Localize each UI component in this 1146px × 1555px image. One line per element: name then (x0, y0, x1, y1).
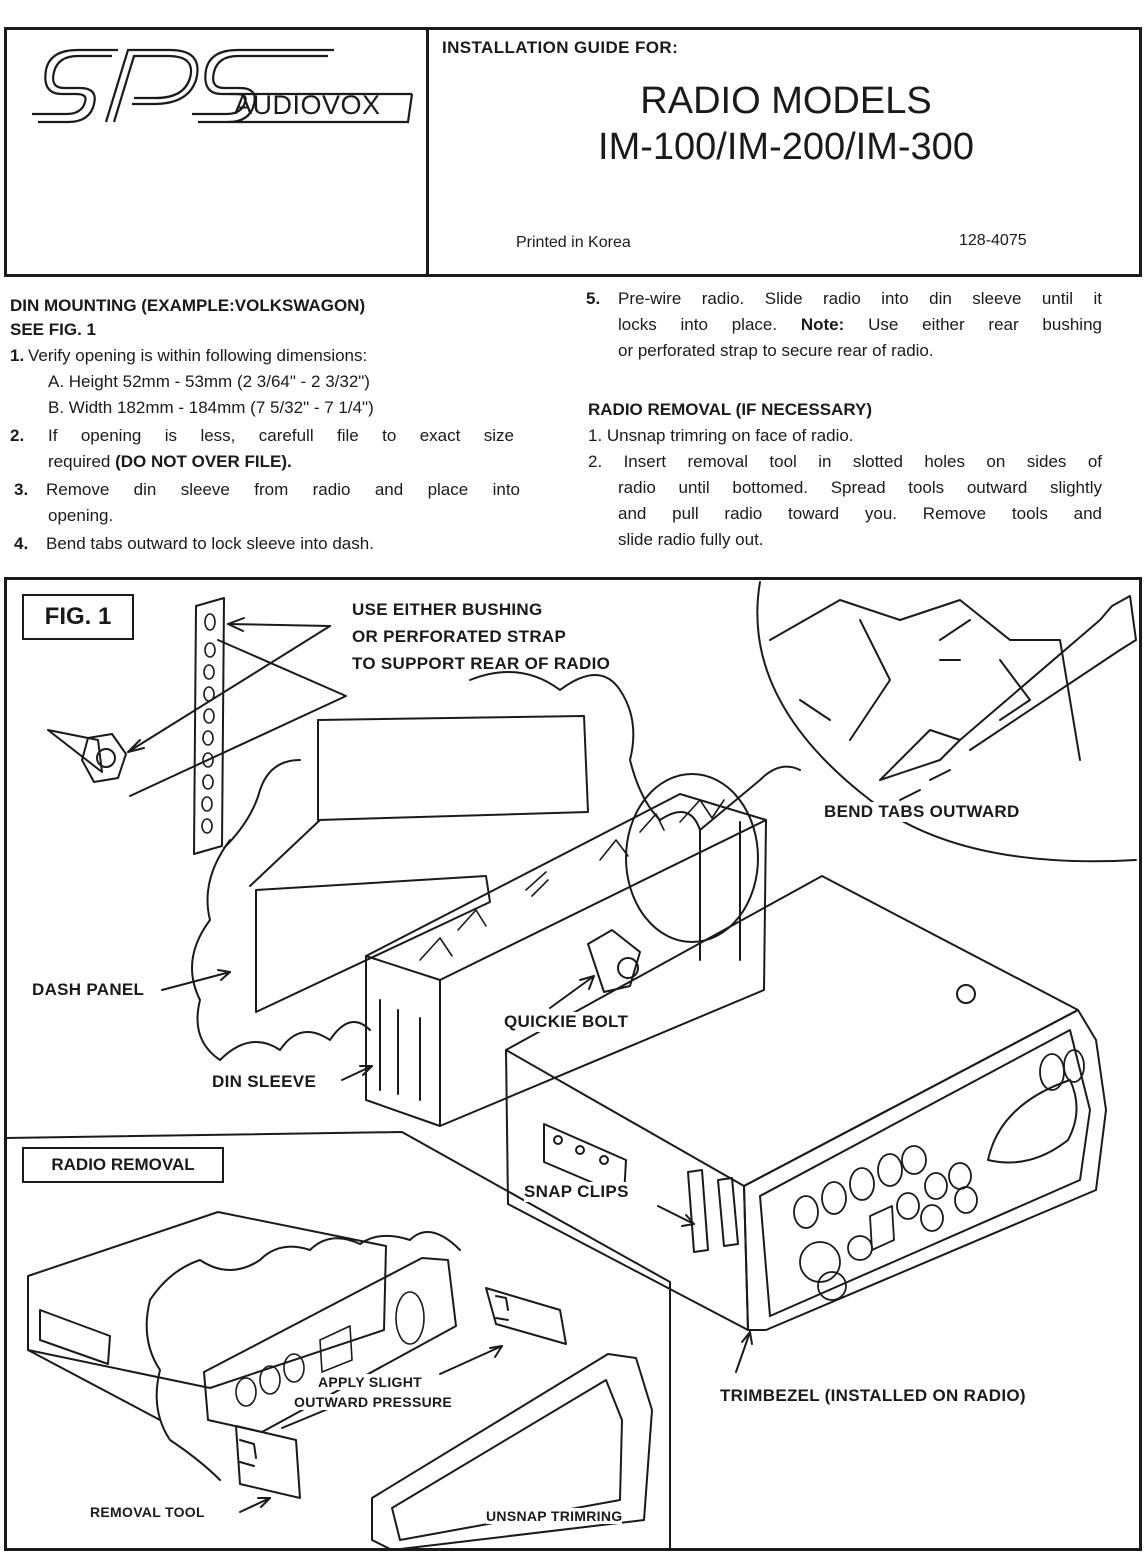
step1b-text: B. Width 182mm - 184mm (7 5/32" - 7 1/4"… (48, 398, 374, 417)
quickie-bolt-label: QUICKIE BOLT (504, 1012, 629, 1032)
step4-text: Bend tabs outward to lock sleeve into da… (46, 534, 374, 553)
step1-number: 1. (10, 346, 25, 365)
step2-number: 2. (10, 426, 25, 445)
step2-line2: required (DO NOT OVER FILE). (48, 450, 292, 474)
bend-tabs-label: BEND TABS OUTWARD (824, 802, 1020, 822)
trimbezel-label: TRIMBEZEL (INSTALLED ON RADIO) (720, 1386, 1026, 1405)
step1-text: Verify opening is within following dimen… (28, 346, 368, 365)
step2-line1: If opening is less, carefull file to exa… (48, 426, 514, 445)
snap-clips-label: SNAP CLIPS (524, 1182, 629, 1202)
title-line-1: RADIO MODELS (640, 80, 932, 122)
guide-for-label: INSTALLATION GUIDE FOR: (442, 38, 679, 57)
step1a-text: A. Height 52mm - 53mm (2 3/64" - 2 3/32"… (48, 372, 370, 391)
support-label-line2: OR PERFORATED STRAP (352, 627, 567, 646)
step5-note-label: Note: (800, 315, 845, 334)
removal-tool-label: REMOVAL TOOL (90, 1504, 205, 1520)
removal-heading: RADIO REMOVAL (IF NECESSARY) (588, 400, 872, 419)
printed-in-label: Printed in Korea (516, 234, 631, 251)
removal-step2-line3: and pull radio toward you. Remove tools … (618, 504, 1102, 523)
step5-line2: locks into place. Note: Use either rear … (618, 313, 1102, 337)
header-box (4, 27, 1142, 277)
step4-number: 4. (14, 534, 29, 553)
fig-label: FIG. 1 (22, 594, 134, 640)
logo-word: AUDIOVOX (234, 90, 381, 120)
header-divider (426, 27, 429, 277)
apply-pressure-line1: APPLY SLIGHT (318, 1374, 422, 1390)
step5-line2-text: locks into place. (618, 315, 801, 334)
step3-line1: Remove din sleeve from radio and place i… (46, 480, 520, 499)
step5-line2-rest: Use either rear bushing (844, 315, 1102, 334)
step3-line2: opening. (48, 506, 114, 525)
din-heading-1: DIN MOUNTING (EXAMPLE:VOLKSWAGON) (10, 296, 366, 315)
dash-panel-label: DASH PANEL (32, 980, 145, 999)
radio-removal-label: RADIO REMOVAL (22, 1147, 224, 1183)
step3-number: 3. (14, 480, 29, 499)
din-sleeve-label: DIN SLEEVE (212, 1072, 317, 1091)
step2-line2-text: required (48, 452, 116, 471)
din-heading-2: SEE FIG. 1 (10, 320, 96, 339)
unsnap-trimring-label: UNSNAP TRIMRING (486, 1508, 623, 1524)
step5-number: 5. (586, 289, 601, 308)
removal-step1: 1. Unsnap trimring on face of radio. (588, 426, 854, 445)
step5-line3: or perforated strap to secure rear of ra… (618, 341, 934, 360)
sps-logo-icon (32, 48, 414, 124)
removal-step2-line2: radio until bottomed. Spread tools outwa… (618, 478, 1102, 497)
removal-step2-line1: 2. Insert removal tool in slotted holes … (588, 452, 1102, 471)
figure-frame (4, 577, 1142, 1551)
step5-line1: Pre-wire radio. Slide radio into din sle… (618, 289, 1102, 308)
support-label-line3: TO SUPPORT REAR OF RADIO (352, 654, 611, 673)
title-line-2: IM-100/IM-200/IM-300 (598, 126, 974, 168)
part-number: 128-4075 (959, 232, 1027, 249)
step2-warning: (DO NOT OVER FILE). (115, 452, 292, 471)
apply-pressure-line2: OUTWARD PRESSURE (294, 1394, 453, 1410)
removal-step2-line4: slide radio fully out. (618, 530, 764, 549)
support-label-line1: USE EITHER BUSHING (352, 600, 543, 619)
